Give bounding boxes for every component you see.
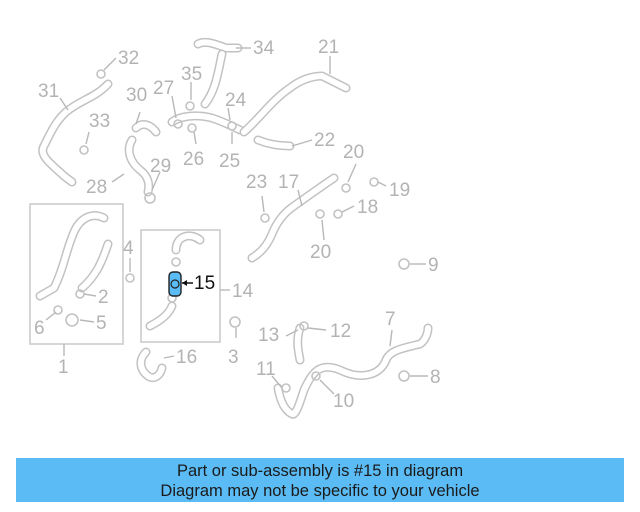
clamp-32 — [96, 69, 106, 79]
callout-label: 18 — [357, 197, 378, 218]
callout-label: 7 — [385, 309, 396, 330]
callout-label: 10 — [333, 391, 354, 412]
callout-label: 24 — [225, 90, 247, 111]
hose-31 — [38, 79, 113, 187]
clamp-20a — [341, 183, 351, 193]
leader-lines — [45, 47, 428, 395]
callout-label: 30 — [126, 85, 147, 106]
hose-13 — [293, 323, 305, 365]
part-15-highlighted — [168, 271, 193, 297]
callout-label: 29 — [150, 156, 171, 177]
callout-label: 17 — [278, 172, 299, 193]
callout-label: 1 — [58, 357, 69, 378]
callout-label: 34 — [253, 38, 275, 59]
callout-label: 27 — [153, 78, 174, 99]
hose-7 — [273, 323, 433, 419]
callout-label: 3 — [228, 347, 239, 368]
assembly-box-1 — [29, 203, 124, 345]
clamp-11 — [281, 383, 291, 393]
callout-label: 26 — [183, 149, 204, 170]
callout-label: 31 — [38, 81, 59, 102]
callout-label: 21 — [318, 37, 339, 58]
clamp-26 — [187, 123, 197, 133]
clamp-10 — [311, 371, 321, 381]
callout-label: 28 — [86, 177, 107, 198]
valve-5 — [65, 313, 79, 327]
clamp-8 — [398, 370, 410, 382]
callout-label: 4 — [123, 238, 134, 259]
hose-30 — [131, 120, 161, 137]
hose-22 — [253, 135, 295, 151]
callout-label: 20 — [310, 242, 331, 263]
callout-label: 33 — [89, 111, 110, 132]
clamp-25 — [227, 121, 237, 131]
callout-label: 23 — [246, 172, 267, 193]
clamp-23 — [260, 213, 270, 223]
clamp-35 — [185, 101, 195, 111]
callout-label: 22 — [314, 130, 335, 151]
hose-34 — [193, 37, 243, 109]
callout-label: 25 — [219, 151, 240, 172]
hose-16 — [136, 347, 167, 383]
clamp-19 — [369, 177, 379, 187]
callout-label: 8 — [430, 367, 441, 388]
callout-label: 11 — [256, 359, 276, 380]
hose-1 — [35, 211, 113, 301]
hose-14a — [171, 231, 205, 255]
callout-label: 14 — [232, 281, 254, 302]
callout-label: 20 — [343, 142, 364, 163]
clamp-9 — [398, 258, 410, 270]
hose-17 — [247, 173, 339, 263]
callout-label: 5 — [96, 313, 107, 334]
callout-label: 19 — [389, 180, 410, 201]
hose-21 — [239, 71, 351, 137]
clamp-18 — [333, 209, 343, 219]
info-banner: Part or sub-assembly is #15 in diagram D… — [16, 458, 624, 502]
hose-28 — [124, 135, 154, 197]
callout-label: 6 — [34, 318, 45, 339]
hose-14b — [145, 301, 177, 331]
callout-label: 16 — [176, 347, 197, 368]
callout-label: 12 — [330, 321, 351, 342]
clamp-3 — [229, 316, 241, 328]
clamp-27 — [173, 119, 183, 129]
callout-label: 9 — [428, 255, 439, 276]
callout-label-highlighted: 15 — [194, 273, 215, 294]
banner-line-1: Part or sub-assembly is #15 in diagram — [176, 462, 464, 480]
parts-diagram: 32 34 21 31 33 35 27 30 24 26 25 22 29 2… — [29, 37, 441, 419]
clamp-6 — [53, 305, 63, 315]
assembly-box-14 — [140, 229, 221, 343]
callout-label: 35 — [181, 64, 202, 85]
clamp-14a — [171, 257, 181, 267]
clamp-33 — [79, 145, 89, 155]
clamp-4 — [125, 273, 135, 283]
callout-label: 13 — [258, 325, 279, 346]
callout-labels: 32 34 21 31 33 35 27 30 24 26 25 22 29 2… — [34, 37, 441, 412]
clamp-29 — [144, 192, 156, 204]
callout-label: 32 — [118, 48, 139, 69]
hose-24 — [167, 111, 245, 135]
clamp-12 — [299, 321, 309, 331]
banner-line-2: Diagram may not be specific to your vehi… — [160, 482, 480, 500]
callout-label: 2 — [98, 287, 109, 308]
clamp-20b — [315, 209, 325, 219]
